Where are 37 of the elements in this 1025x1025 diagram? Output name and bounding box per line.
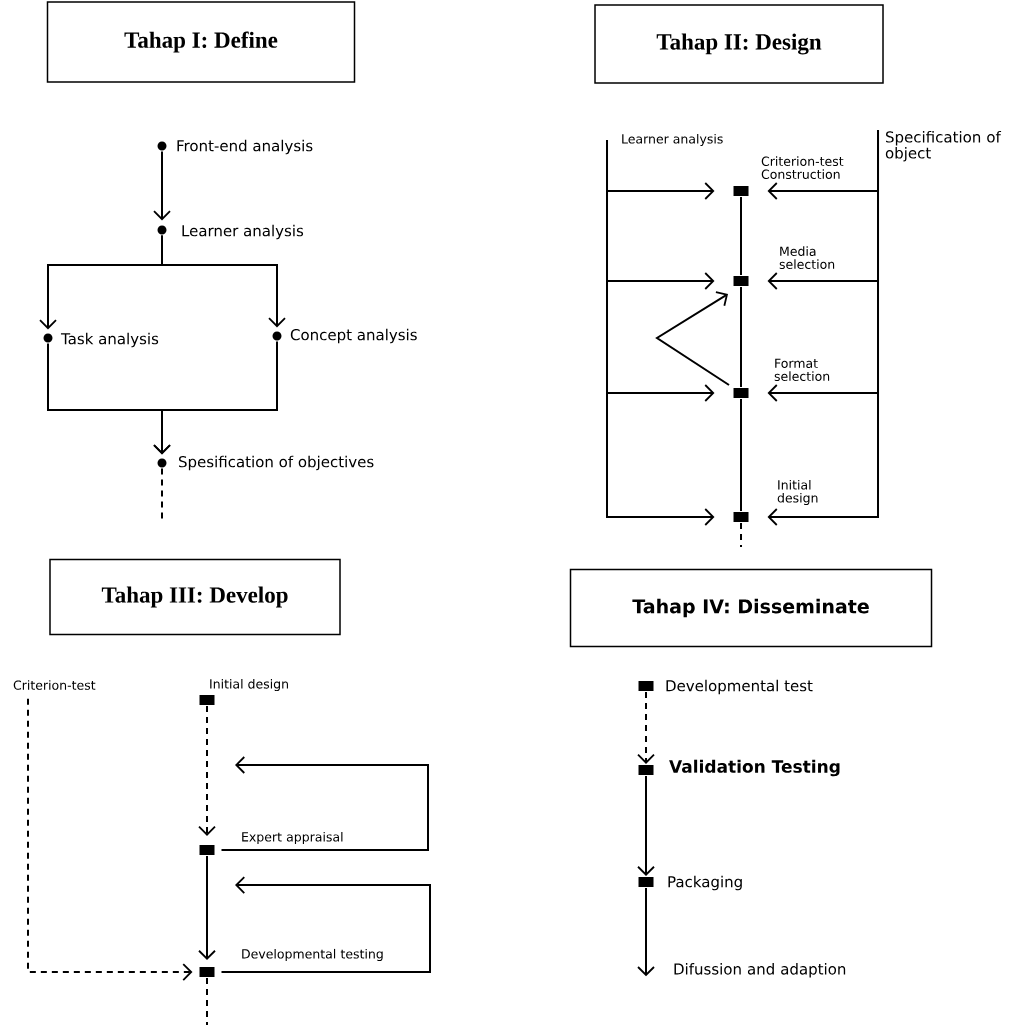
step-label: Learner analysis [182,224,304,240]
arrow [655,291,730,386]
arrow [198,705,216,836]
step-label: Learner analysis [622,133,723,147]
step-label: Difussion and adaption [674,963,846,978]
arrow [27,697,193,981]
arrow [606,139,715,526]
arrow [220,756,429,851]
step-label: Spesification of objectives [179,455,374,471]
arrow [161,234,286,328]
stage-title-box: Tahap I: Define [46,1,356,83]
arrow [198,855,216,960]
step-label: Criterion-test [13,680,96,690]
arrow [220,876,431,973]
step-label: Format selection [774,358,830,381]
step-label: Initial design [210,678,288,692]
stage-title-box: Tahap II: Design [594,4,884,84]
step-label: Task analysis [60,332,159,348]
stage-title-box: Tahap IV: Disseminate [569,568,933,648]
step-label: Packaging [668,875,742,891]
arrow [637,691,655,764]
arrow [767,129,879,526]
step-label: Expert appraisal [242,831,343,844]
arrow [637,887,655,977]
step-label: Developmental test [666,679,813,695]
step-label: Concept analysis [290,328,417,344]
arrow [637,775,655,876]
step-label: Front-end analysis [177,139,313,155]
stage-title-box: Tahap III: Develop [49,558,341,636]
step-label: Validation Testing [669,759,840,777]
step-label: Criterion-test Construction [761,156,844,179]
step-label: Media selection [779,246,835,269]
arrow [153,150,171,221]
arrow [153,340,278,455]
step-label: Developmental testing [242,948,383,961]
step-label: Specification of object [885,131,1002,162]
step-label: Initial design [777,479,818,505]
